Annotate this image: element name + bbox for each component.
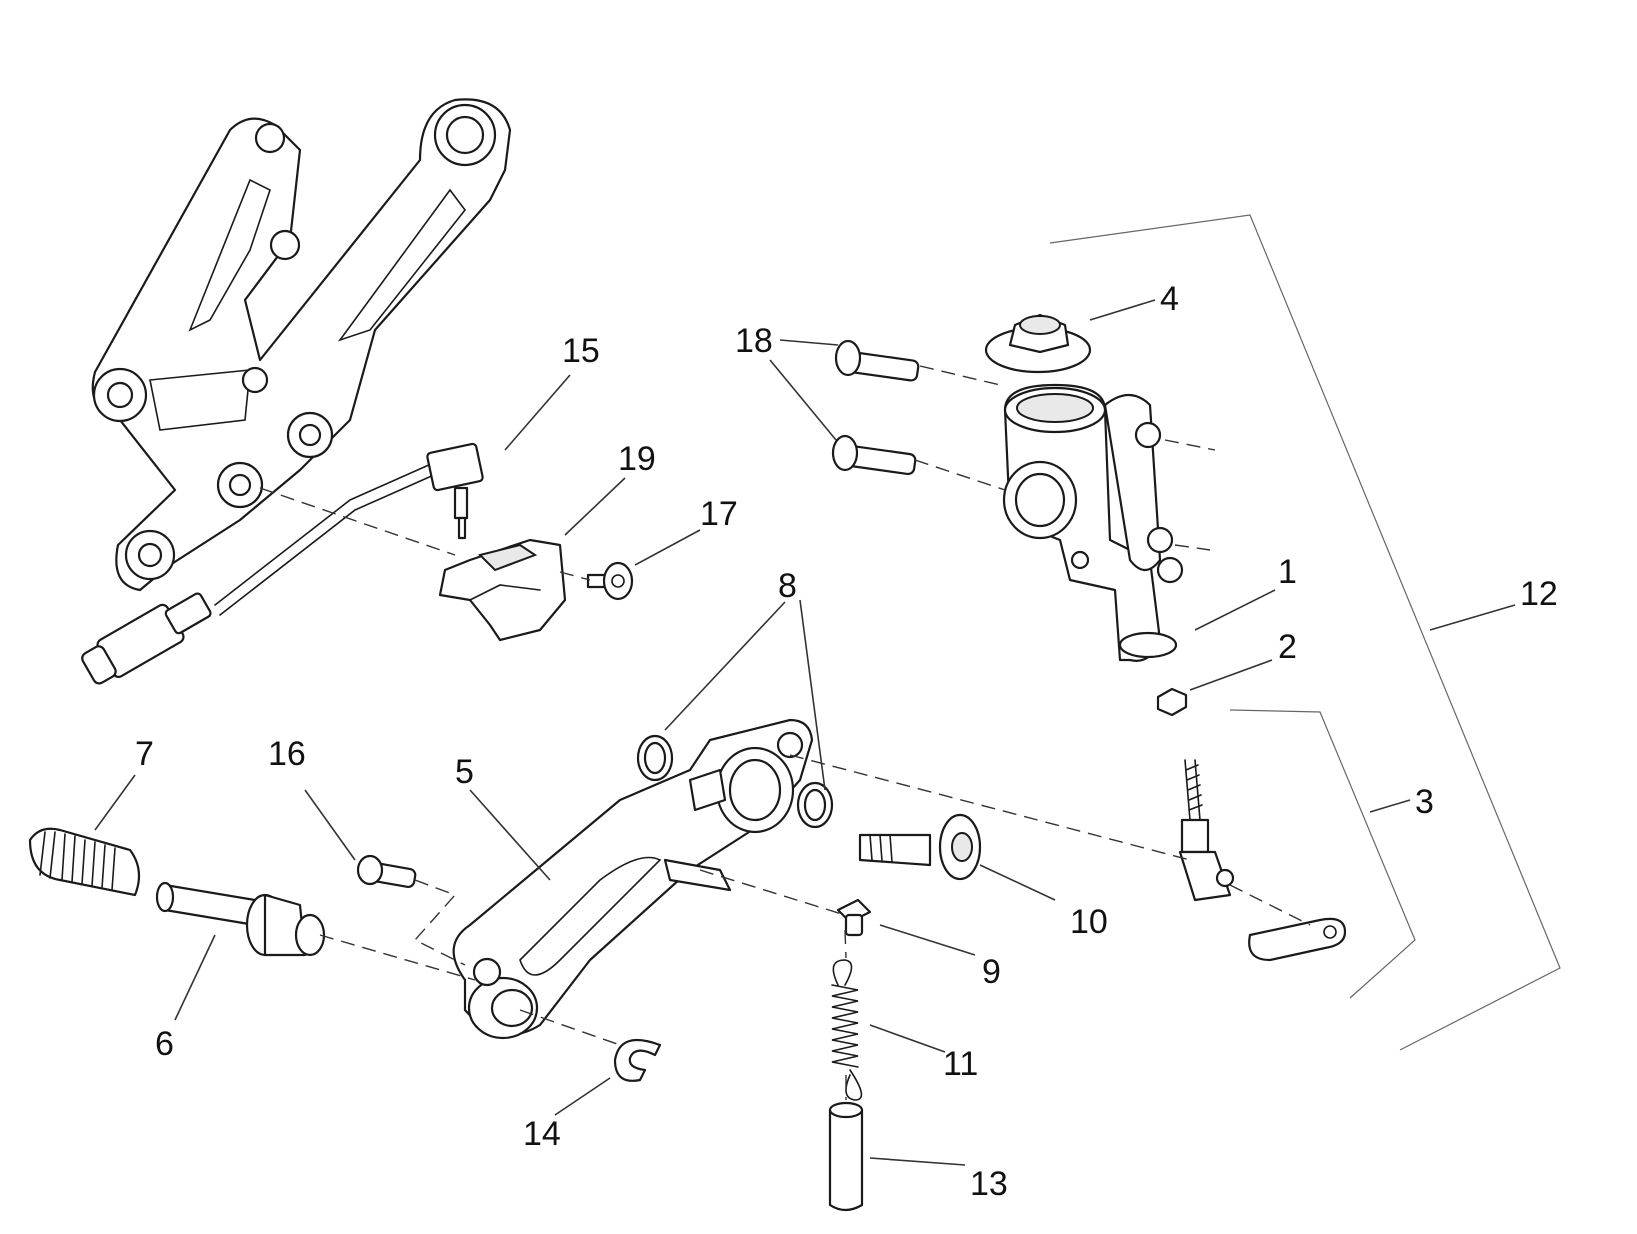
assembly-lines	[259, 365, 1311, 1100]
brake-light-switch-cable	[81, 442, 484, 685]
footrest-bracket	[91, 98, 512, 592]
master-cylinder-bolts	[831, 339, 920, 476]
callout-1: 1	[1278, 553, 1297, 591]
pin	[356, 854, 417, 889]
callout-2: 2	[1278, 628, 1297, 666]
footpeg-shaft	[155, 881, 326, 957]
master-cylinder	[1002, 383, 1184, 662]
callout-8: 8	[778, 567, 797, 605]
callout-11: 11	[943, 1045, 978, 1083]
circlip	[613, 1038, 662, 1082]
spring-bolt	[836, 898, 872, 937]
callout-14: 14	[523, 1115, 561, 1153]
footpeg-rubber	[28, 827, 141, 897]
callout-18: 18	[735, 322, 773, 360]
callout-9: 9	[982, 953, 1001, 991]
o-rings	[636, 734, 834, 829]
callout-labels: 1 2 3 4 5 6 7 8 9 10 11 12 13 14 15 16 1…	[135, 280, 1558, 1203]
master-cylinder-cap	[984, 313, 1092, 374]
return-spring	[831, 959, 863, 1101]
callout-3: 3	[1415, 783, 1434, 821]
callout-13: 13	[970, 1165, 1008, 1203]
assembly-brackets	[1049, 214, 1561, 1051]
push-rod-clevis	[1178, 759, 1347, 962]
leader-lines	[94, 299, 1516, 1166]
callout-12: 12	[1520, 575, 1558, 613]
callout-5: 5	[455, 753, 474, 791]
callout-7: 7	[135, 735, 154, 773]
callout-16: 16	[268, 735, 306, 773]
brake-pedal-lever	[452, 718, 814, 1040]
switch-bracket	[438, 538, 567, 642]
switch-bracket-bolt	[586, 561, 634, 601]
callout-4: 4	[1160, 280, 1179, 318]
callout-10: 10	[1070, 903, 1108, 941]
callout-19: 19	[618, 440, 656, 478]
spring-sleeve	[828, 1101, 864, 1212]
callout-15: 15	[562, 332, 600, 370]
callout-6: 6	[155, 1025, 174, 1063]
callout-17: 17	[700, 495, 738, 533]
nut	[1156, 687, 1188, 717]
pivot-bolt	[858, 813, 982, 881]
